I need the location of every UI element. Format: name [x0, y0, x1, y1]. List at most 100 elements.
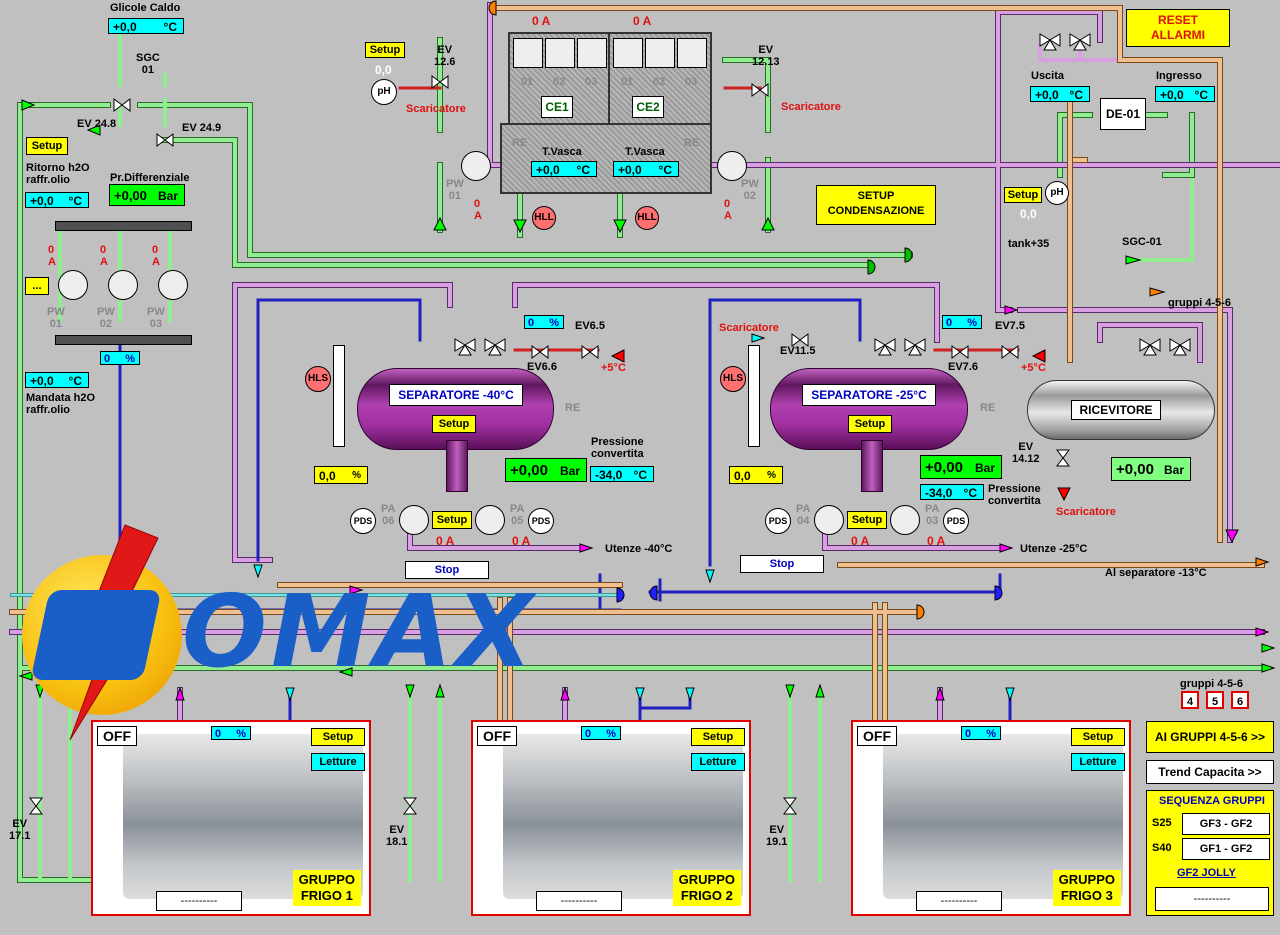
pa03-label: PA 03	[925, 503, 940, 527]
hls-right-icon: HLS	[720, 366, 746, 392]
gruppo-6-button[interactable]: 6	[1231, 691, 1249, 709]
frigo3-setup-button[interactable]: Setup	[1071, 728, 1125, 746]
ritorno-value: +0,0°C	[25, 192, 89, 208]
ce1-label: CE1	[541, 96, 573, 118]
gruppo-frigo-1-panel[interactable]: OFF 0% Setup Letture ---------- GRUPPO F…	[91, 720, 371, 916]
gruppo-5-button[interactable]: 5	[1206, 691, 1224, 709]
de01-exchanger: DE-01	[1100, 98, 1146, 130]
pump-pa05-icon[interactable]	[475, 505, 505, 535]
ev171-label: EV 17.1	[9, 818, 31, 842]
mandata-value: +0,0°C	[25, 372, 89, 388]
ritorno-label: Ritorno h2O raffr.olio	[26, 162, 90, 186]
press-lbl-25: Pressione convertita	[988, 483, 1041, 507]
pump-pa06-icon[interactable]	[399, 505, 429, 535]
gruppo-frigo-2-panel[interactable]: OFF 0% Setup Letture ---------- GRUPPO F…	[471, 720, 751, 916]
fan-num: 03	[585, 76, 598, 88]
setup-sep25-button[interactable]: Setup	[848, 415, 892, 433]
setup-ritorno-button[interactable]: Setup	[26, 137, 68, 155]
s40-sequence[interactable]: GF1 - GF2	[1182, 838, 1270, 860]
fan-icon	[545, 38, 575, 68]
setup-sep40-button[interactable]: Setup	[432, 415, 476, 433]
utenze-25-label: Utenze -25°C	[1020, 543, 1088, 555]
fan-num: 02	[653, 76, 666, 88]
press-lbl-40: Pressione convertita	[591, 436, 644, 460]
frigo1-status: OFF	[97, 726, 137, 746]
utenze-40-label: Utenze -40°C	[605, 543, 673, 555]
al-separatore-label: Al separatore -13°C	[1105, 567, 1207, 579]
frigo1-letture-button[interactable]: Letture	[311, 753, 365, 771]
pump-pa03-icon[interactable]	[890, 505, 920, 535]
pump-pw02-icon[interactable]	[108, 270, 138, 300]
sep40-conv: -34,0°C	[590, 466, 654, 482]
pa05-label: PA 05	[510, 503, 525, 527]
hll-right-icon: HLL	[635, 206, 659, 230]
fan-num: 03	[685, 76, 698, 88]
pct-left: 0%	[100, 351, 140, 365]
stop-25-button[interactable]: Stop	[740, 555, 824, 573]
frigo3-letture-button[interactable]: Letture	[1071, 753, 1125, 771]
sequenza-gruppi-panel: SEQUENZA GRUPPI S25 GF3 - GF2 S40 GF1 - …	[1146, 790, 1274, 916]
ph-sensor-right-icon: pH	[1045, 181, 1069, 205]
pump-pw01-icon[interactable]	[58, 270, 88, 300]
s25-sequence[interactable]: GF3 - GF2	[1182, 813, 1270, 835]
tvasca2-value: +0,0°C	[613, 161, 679, 177]
pa05-amp: 0 A	[512, 534, 531, 548]
separator-40-vessel	[357, 368, 554, 450]
ev191-label: EV 19.1	[766, 824, 788, 848]
ph-value-right: 0,0	[1020, 207, 1037, 221]
frigo2-dash: ----------	[536, 891, 622, 911]
separator-25-vessel	[770, 368, 968, 450]
setup-condensazione-button[interactable]: SETUP CONDENSAZIONE	[816, 185, 936, 225]
sgc01-label: SGC 01	[136, 52, 160, 76]
collector-top	[55, 221, 192, 231]
ev115-label: EV11.5	[780, 345, 816, 357]
frigo1-title: GRUPPO FRIGO 1	[292, 870, 361, 906]
setup-pumps-40-button[interactable]: Setup	[432, 511, 472, 529]
reset-allarmi-button[interactable]: RESET ALLARMI	[1126, 9, 1230, 47]
pump-pw01c-icon[interactable]	[461, 151, 491, 181]
frigo2-letture-button[interactable]: Letture	[691, 753, 745, 771]
frigo2-pct: 0%	[581, 726, 621, 740]
ricevitore-label: RICEVITORE	[1071, 400, 1161, 420]
setup-ph-right-button[interactable]: Setup	[1004, 187, 1042, 203]
gruppo-frigo-3-panel[interactable]: OFF 0% Setup Letture ---------- GRUPPO F…	[851, 720, 1131, 916]
pds-right-icon: PDS	[528, 508, 554, 534]
frigo3-pct: 0%	[961, 726, 1001, 740]
re-sep25: RE	[980, 402, 996, 414]
stop-40-button[interactable]: Stop	[405, 561, 489, 579]
setup-pumps-25-button[interactable]: Setup	[847, 511, 887, 529]
pw01c-label: PW 01	[446, 178, 464, 202]
re-sep40: RE	[565, 402, 581, 414]
tvasca2-label: T.Vasca	[625, 146, 665, 158]
ev1412-label: EV 14.12	[1012, 441, 1040, 465]
pa03-amp: 0 A	[927, 534, 946, 548]
pump-pw02c-icon[interactable]	[717, 151, 747, 181]
tvasca1-value: +0,0°C	[531, 161, 597, 177]
ev181-label: EV 18.1	[386, 824, 408, 848]
trend-capacita-button[interactable]: Trend Capacita >>	[1146, 760, 1274, 784]
scaricatore-sep25: Scaricatore	[719, 322, 779, 334]
jolly-label: GF2 JOLLY	[1177, 867, 1236, 879]
gruppo-4-button[interactable]: 4	[1181, 691, 1199, 709]
jolly-value[interactable]: ----------	[1155, 887, 1269, 911]
pump-pa04-icon[interactable]	[814, 505, 844, 535]
setup-ph-button[interactable]: Setup	[365, 42, 405, 58]
pumps-more-button[interactable]: ...	[25, 277, 49, 295]
vasca	[500, 123, 712, 194]
hll-left-icon: HLL	[532, 206, 556, 230]
glicole-value: +0,0°C	[108, 18, 184, 34]
frigo1-setup-button[interactable]: Setup	[311, 728, 365, 746]
frigo2-setup-button[interactable]: Setup	[691, 728, 745, 746]
plus5-left: +5°C	[601, 362, 626, 374]
ev249-label: EV 24.9	[182, 122, 222, 134]
separator-25-leg	[861, 440, 883, 492]
fan-num: 02	[553, 76, 566, 88]
separator-25-label: SEPARATORE -25°C	[802, 384, 936, 406]
al-gruppi-button[interactable]: AI GRUPPI 4-5-6 >>	[1146, 721, 1274, 753]
pump-pw03-icon[interactable]	[158, 270, 188, 300]
pr-diff-label: Pr.Differenziale	[110, 172, 190, 184]
